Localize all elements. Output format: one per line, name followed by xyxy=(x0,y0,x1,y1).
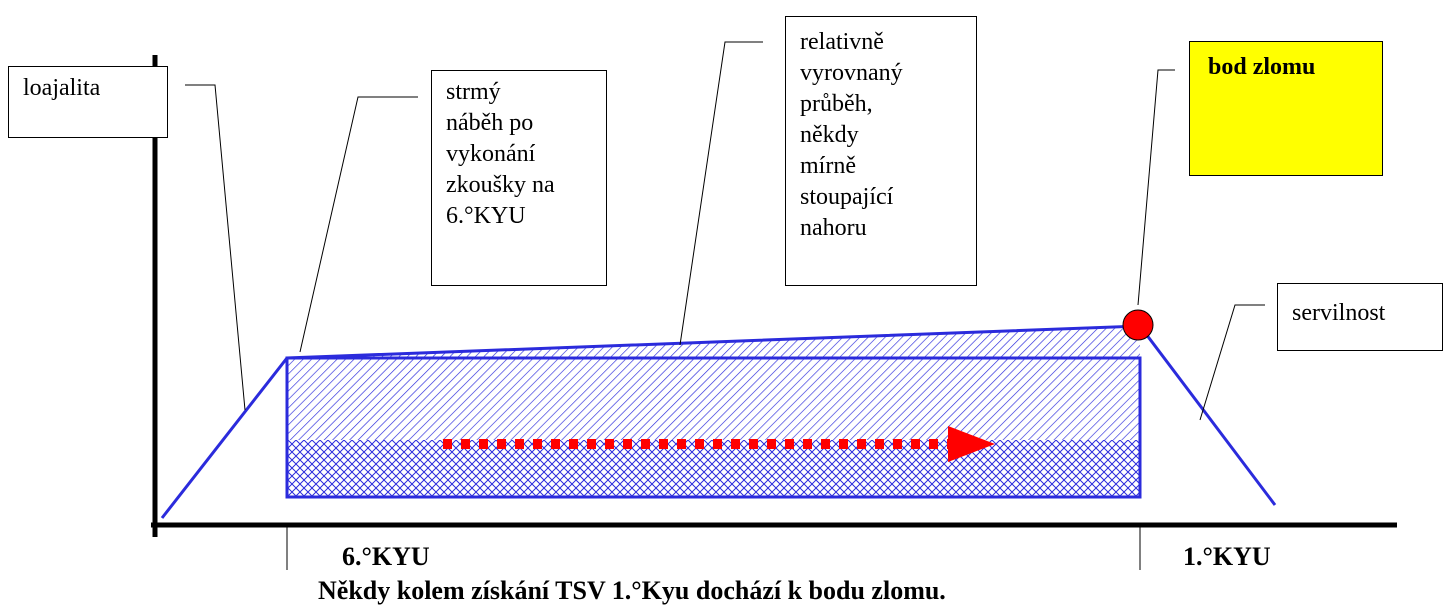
callout-plateau-line: někdy xyxy=(800,122,859,148)
leader-loyalty xyxy=(185,84,246,411)
callout-plateau-line: stoupající xyxy=(800,184,894,210)
base-band-outline xyxy=(285,356,1142,499)
leader-servility xyxy=(1199,304,1265,421)
axis-label-6-kyu: 6.°KYU xyxy=(342,542,430,572)
axis-label-6-kyu-text: 6.°KYU xyxy=(342,542,430,571)
leader-steep-rise xyxy=(299,96,418,353)
callout-plateau-line: relativně xyxy=(800,29,884,55)
callout-loyalty-text: loajalita xyxy=(23,75,101,101)
breaking-point-marker xyxy=(1122,309,1154,341)
callout-steep-rise-line: 6.°KYU xyxy=(446,203,526,229)
progress-arrow-head xyxy=(948,426,995,462)
callout-steep-rise: strmý náběh po vykonání zkoušky na 6.°KY… xyxy=(431,70,607,286)
callout-servility: servilnost xyxy=(1277,283,1443,351)
diagram-caption: Někdy kolem získání TSV 1.°Kyu dochází k… xyxy=(318,576,946,606)
callout-plateau-line: průběh, xyxy=(800,91,873,117)
loyalty-curve xyxy=(160,324,1277,519)
callout-plateau-line: vyrovnaný xyxy=(800,60,903,86)
callout-breaking-point: bod zlomu xyxy=(1189,41,1383,176)
callout-steep-rise-line: strmý xyxy=(446,79,501,105)
callout-loyalty: loajalita xyxy=(8,66,168,138)
callout-plateau-line: nahoru xyxy=(800,215,867,241)
callout-plateau-line: mírně xyxy=(800,153,856,179)
callout-breaking-point-text: bod zlomu xyxy=(1208,54,1316,80)
callout-steep-rise-line: zkoušky na xyxy=(446,172,555,198)
base-band-texture xyxy=(287,440,1140,497)
callout-steep-rise-line: vykonání xyxy=(446,141,536,167)
axis-label-1-kyu-text: 1.°KYU xyxy=(1183,542,1271,571)
axis-label-1-kyu: 1.°KYU xyxy=(1183,542,1271,572)
diagram-caption-text: Někdy kolem získání TSV 1.°Kyu dochází k… xyxy=(318,576,946,605)
callout-servility-text: servilnost xyxy=(1292,300,1386,326)
callout-steep-rise-line: náběh po xyxy=(446,110,534,136)
callout-plateau: relativně vyrovnaný průběh, někdy mírně … xyxy=(785,16,977,286)
leader-breaking-point xyxy=(1137,69,1175,306)
leader-plateau xyxy=(679,41,763,346)
